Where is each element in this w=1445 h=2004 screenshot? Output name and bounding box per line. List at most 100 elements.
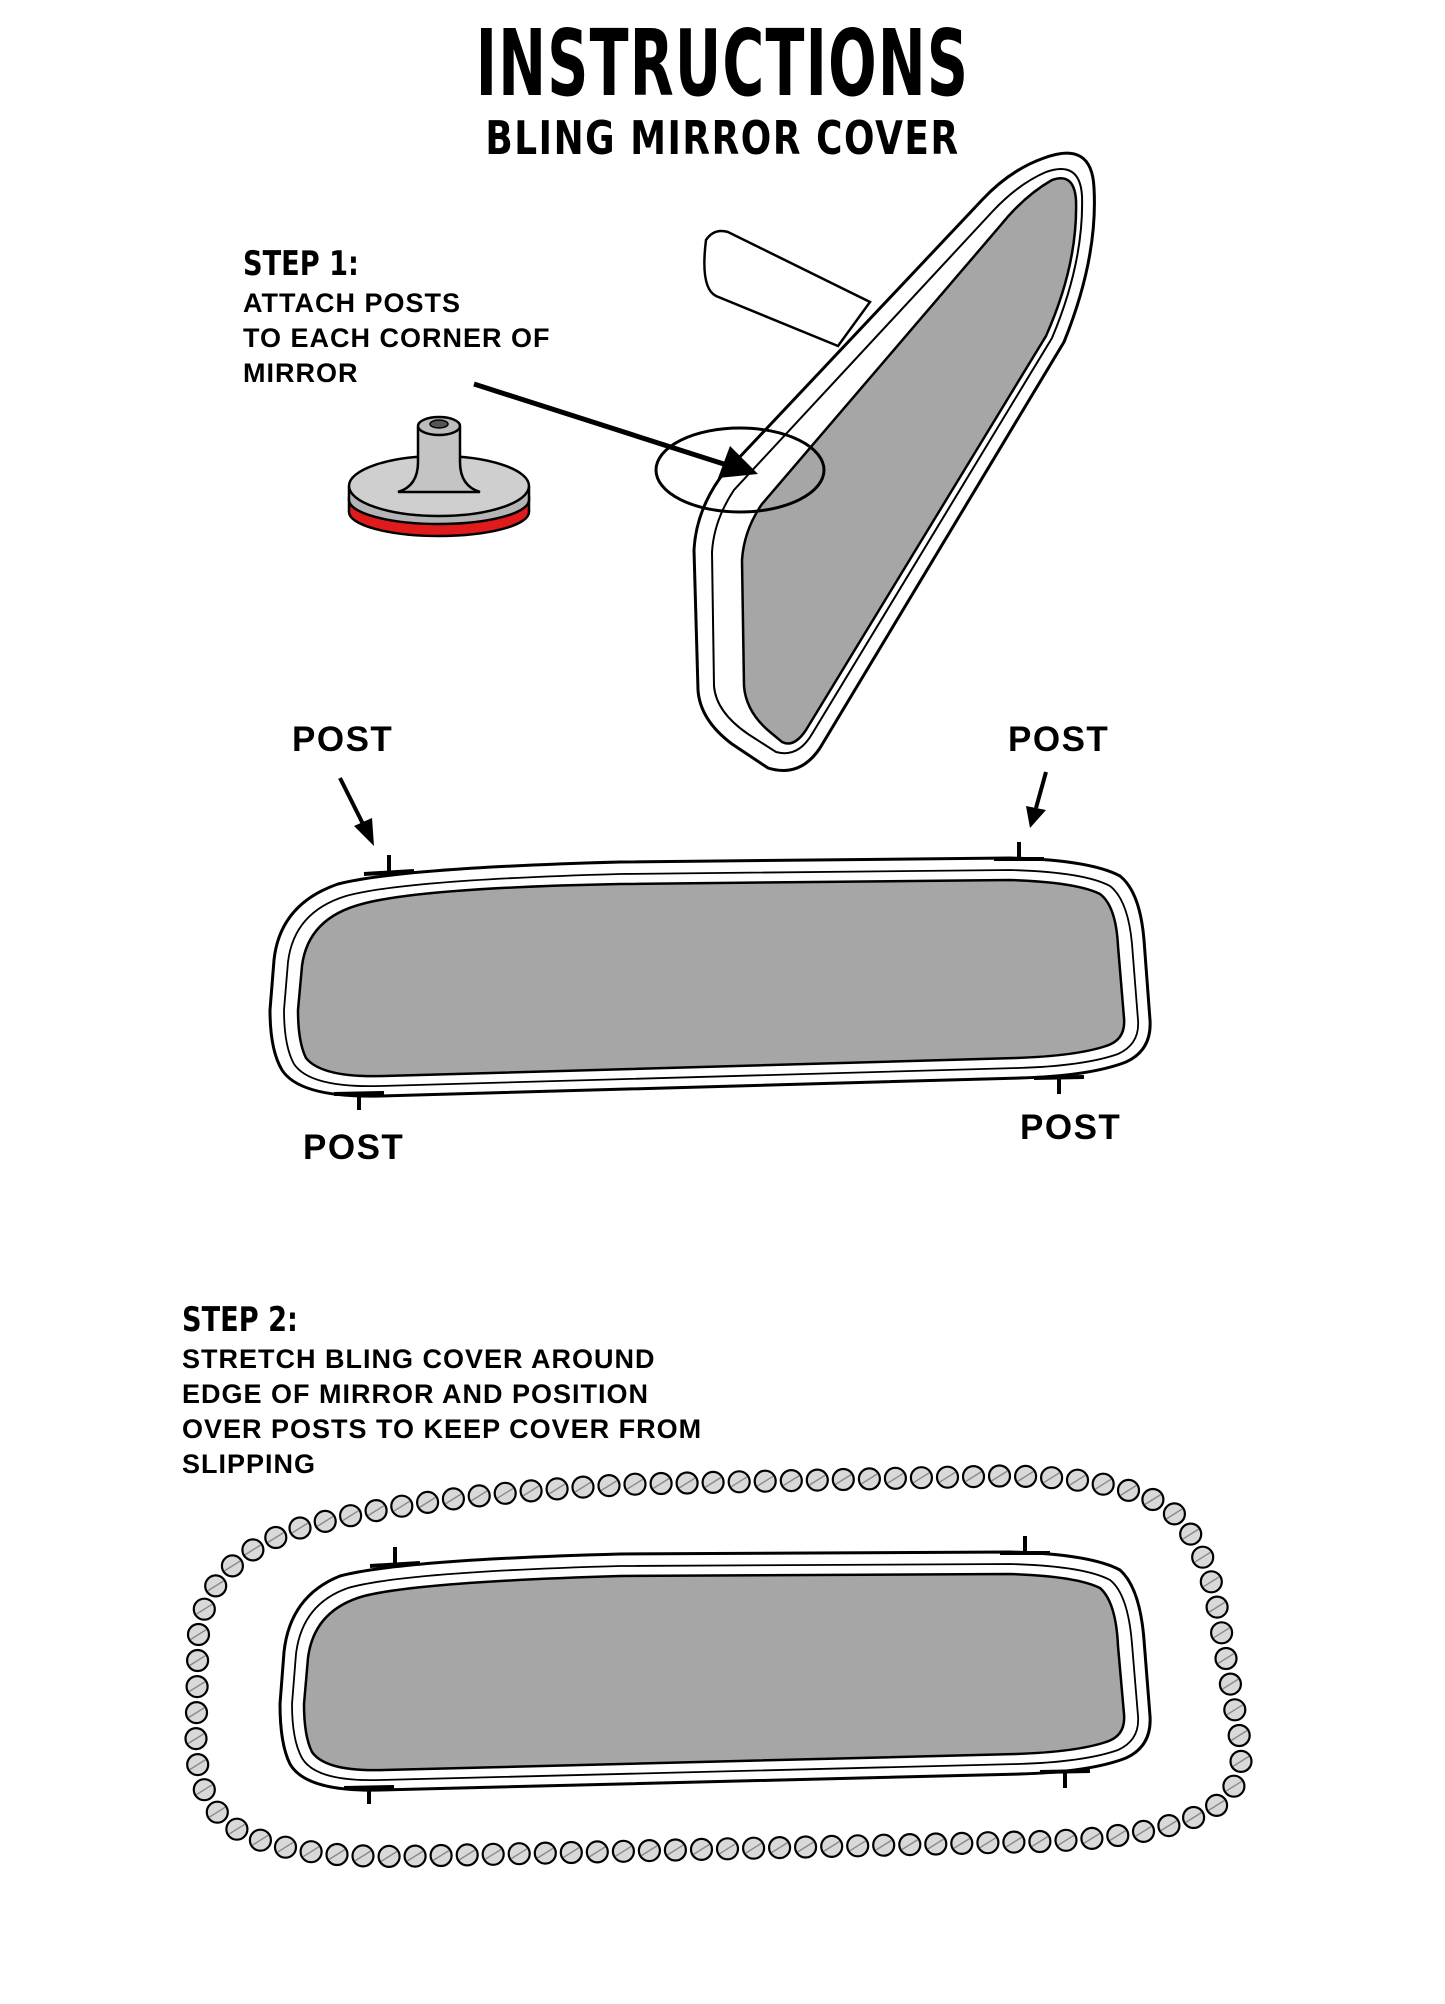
- bling-bead-facet: [406, 1850, 424, 1862]
- bling-bead-facet: [641, 1845, 658, 1857]
- post-arrow-top-right: [1026, 771, 1048, 828]
- bling-bead-facet: [380, 1850, 398, 1862]
- bling-bead-ring: [184, 1464, 1253, 1869]
- bling-bead-facet: [678, 1477, 696, 1489]
- bling-bead-facet: [195, 1603, 213, 1615]
- bling-bead-facet: [419, 1496, 436, 1508]
- bling-bead-facet: [745, 1842, 762, 1854]
- post-label-bottom-left: POST: [303, 1128, 405, 1167]
- bling-bead-facet: [484, 1848, 502, 1860]
- bling-bead-facet: [316, 1515, 334, 1527]
- bling-bead-facet: [470, 1490, 488, 1502]
- bling-bead-facet: [834, 1473, 852, 1486]
- bling-bead-facet: [1057, 1834, 1075, 1846]
- page-subtitle: BLING MIRROR COVER: [485, 111, 960, 165]
- bling-bead-facet: [1226, 1704, 1244, 1716]
- bling-bead-facet: [927, 1838, 945, 1850]
- bling-bead-facet: [1135, 1825, 1152, 1837]
- bling-bead-facet: [1194, 1551, 1212, 1563]
- callout-arrow: [473, 381, 731, 469]
- bling-bead-facet: [1232, 1755, 1250, 1767]
- mirror-glass: [302, 1572, 1126, 1772]
- bling-bead-facet: [496, 1487, 514, 1499]
- bling-bead-facet: [1208, 1601, 1226, 1613]
- post-bottom-right: [1033, 1075, 1085, 1094]
- mirror-glass: [296, 878, 1126, 1078]
- bling-bead-facet: [730, 1476, 748, 1488]
- mirror-front-view-with-posts: [268, 771, 1152, 1110]
- post-label-bottom-right: POST: [1020, 1108, 1122, 1147]
- bling-bead-facet: [1185, 1811, 1202, 1824]
- step2-text: STRETCH BLING COVER AROUND EDGE OF MIRRO…: [182, 1342, 702, 1482]
- page-title: INSTRUCTIONS: [475, 10, 970, 117]
- bling-bead-facet: [875, 1839, 893, 1851]
- post-arrow-top-left: [338, 777, 374, 846]
- post-top-right: [994, 842, 1044, 861]
- bling-bead-facet: [965, 1471, 982, 1483]
- bling-bead-facet: [522, 1485, 540, 1497]
- bling-bead-facet: [1109, 1829, 1127, 1842]
- mirror-with-bling-cover: [184, 1464, 1253, 1869]
- step2-heading: STEP 2:: [182, 1300, 298, 1340]
- step1-line: MIRROR: [243, 358, 359, 388]
- bling-bead-facet: [1144, 1493, 1162, 1506]
- bling-bead-facet: [979, 1837, 997, 1849]
- bling-bead-facet: [1166, 1508, 1183, 1520]
- bling-bead-facet: [252, 1834, 269, 1846]
- bling-bead-facet: [1083, 1832, 1101, 1844]
- bling-bead-facet: [1208, 1799, 1225, 1811]
- bling-bead-facet: [207, 1580, 225, 1592]
- bling-bead-facet: [188, 1681, 206, 1693]
- bling-bead-facet: [939, 1471, 956, 1483]
- bling-bead-facet: [887, 1472, 904, 1484]
- step1-line: ATTACH POSTS: [243, 288, 461, 318]
- post-location-callout: [654, 426, 826, 514]
- step1-heading: STEP 1:: [243, 244, 359, 284]
- bling-bead-facet: [393, 1500, 411, 1512]
- bling-bead-facet: [548, 1483, 566, 1495]
- bling-bead-facet: [510, 1848, 528, 1860]
- bling-bead-facet: [1225, 1780, 1243, 1792]
- post-label-top-right: POST: [1008, 720, 1110, 759]
- bling-bead-facet: [342, 1510, 359, 1522]
- bling-bead-facet: [244, 1544, 262, 1556]
- bling-bead-facet: [302, 1846, 320, 1858]
- bling-bead-facet: [195, 1784, 213, 1796]
- bling-bead-facet: [190, 1628, 207, 1641]
- bling-bead-facet: [1031, 1835, 1049, 1848]
- bling-bead-facet: [913, 1472, 930, 1484]
- bling-bead-facet: [208, 1806, 226, 1818]
- adhesive-post-illustration: [347, 415, 531, 538]
- post-label-top-left: POST: [292, 720, 394, 759]
- bling-bead-facet: [588, 1846, 606, 1858]
- bling-bead-facet: [600, 1480, 618, 1492]
- bling-bead-facet: [823, 1840, 841, 1852]
- bling-bead-facet: [1120, 1484, 1137, 1496]
- post-bottom-left: [343, 1785, 395, 1804]
- bling-bead-facet: [1094, 1478, 1112, 1490]
- step1-line: TO EACH CORNER OF: [243, 323, 551, 353]
- bling-bead-facet: [188, 1707, 205, 1719]
- bling-bead-facet: [536, 1847, 554, 1859]
- step2-line: EDGE OF MIRROR AND POSITION: [182, 1379, 650, 1409]
- post-stem: [397, 426, 481, 494]
- bling-bead-facet: [626, 1478, 644, 1490]
- bling-bead-facet: [224, 1560, 241, 1572]
- bling-bead-facet: [187, 1733, 205, 1745]
- mirror-mount-arm: [703, 229, 872, 348]
- bling-bead-facet: [189, 1654, 206, 1667]
- bling-bead-facet: [228, 1823, 246, 1835]
- step2-line: OVER POSTS TO KEEP COVER FROM: [182, 1414, 703, 1444]
- bling-bead-facet: [756, 1475, 774, 1487]
- bling-bead-facet: [719, 1843, 736, 1855]
- bling-bead-facet: [991, 1470, 1008, 1482]
- step1-text: ATTACH POSTS TO EACH CORNER OF MIRROR: [243, 286, 551, 391]
- angled-mirror-illustration: [473, 151, 1096, 772]
- step2-line: SLIPPING: [182, 1449, 317, 1479]
- post-bottom-left: [333, 1091, 385, 1110]
- bling-bead-facet: [704, 1476, 722, 1488]
- bling-bead-facet: [1005, 1836, 1023, 1848]
- bling-bead-facet: [291, 1522, 309, 1534]
- bling-bead-facet: [797, 1841, 814, 1853]
